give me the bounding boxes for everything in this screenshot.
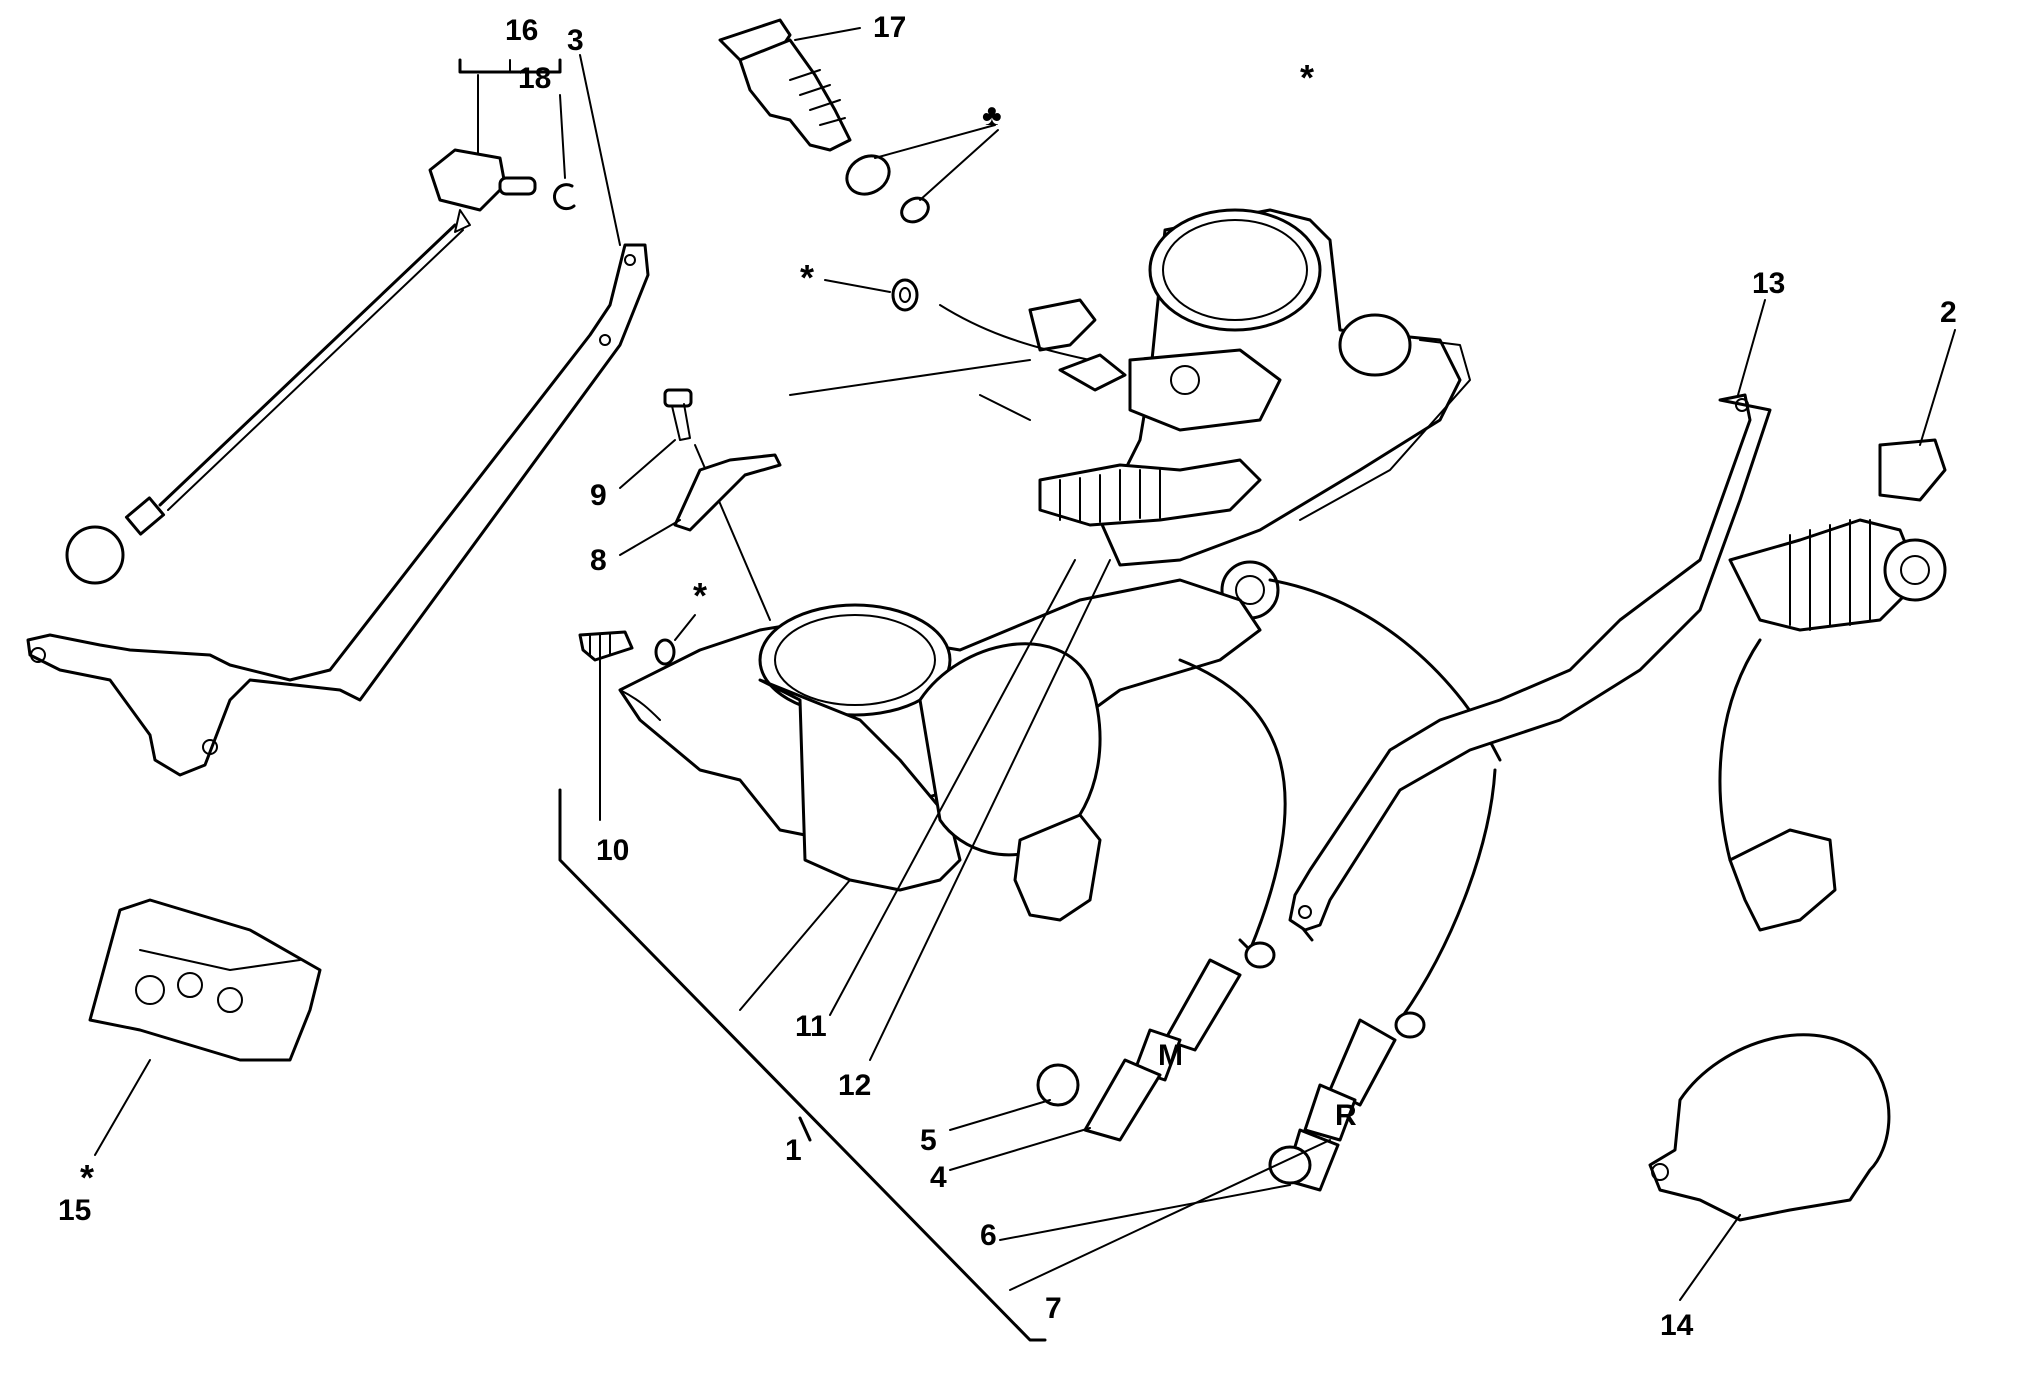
label-6: 6 — [980, 1219, 997, 1252]
label-17: 17 — [873, 11, 906, 44]
bracket-part-3 — [26, 54, 650, 777]
harness-part-2 — [1718, 329, 1956, 932]
label-11: 11 — [795, 1010, 827, 1043]
star-marker-o-ring: * — [800, 257, 814, 298]
leader-aux — [979, 394, 1031, 421]
injector-part-17 — [718, 18, 999, 224]
gasket-kit-part-15 — [88, 898, 322, 1156]
bracket-part-13 — [1288, 299, 1772, 932]
hose-mark-upper: M — [1158, 1039, 1183, 1072]
label-3: 3 — [567, 24, 584, 57]
throttle-body-part-1 — [558, 208, 1471, 1342]
label-5: 5 — [920, 1124, 937, 1157]
label-8: 8 — [590, 544, 607, 577]
star-marker-washer: * — [693, 575, 707, 616]
label-10: 10 — [596, 834, 629, 867]
markers: * * * * ♣ — [80, 57, 1314, 1198]
label-9: 9 — [590, 479, 607, 512]
label-4: 4 — [930, 1161, 947, 1194]
label-1: 1 — [785, 1134, 802, 1167]
club-marker: ♣ — [982, 99, 1002, 132]
part-labels: 16 3 18 17 9 8 10 11 12 5 4 6 7 1 13 2 1… — [58, 11, 1957, 1342]
label-15: 15 — [58, 1194, 91, 1227]
label-2: 2 — [1940, 296, 1957, 329]
star-marker-screw: * — [1300, 57, 1314, 98]
o-ring-star-lower — [654, 614, 696, 666]
label-7: 7 — [1045, 1292, 1062, 1325]
circlip-part-18 — [553, 94, 576, 211]
label-16: 16 — [505, 14, 538, 47]
stud-part-10 — [578, 630, 634, 821]
cover-part-14 — [1648, 1033, 1891, 1301]
clip-part-8 — [619, 453, 782, 556]
o-ring-star-upper — [824, 278, 919, 312]
cable-part-16 — [65, 58, 562, 585]
star-marker-kit: * — [80, 1157, 94, 1198]
label-13: 13 — [1752, 267, 1785, 300]
hose-mark-lower: R — [1335, 1099, 1357, 1132]
label-14: 14 — [1660, 1309, 1694, 1342]
label-12: 12 — [838, 1069, 871, 1102]
label-18: 18 — [518, 62, 551, 95]
